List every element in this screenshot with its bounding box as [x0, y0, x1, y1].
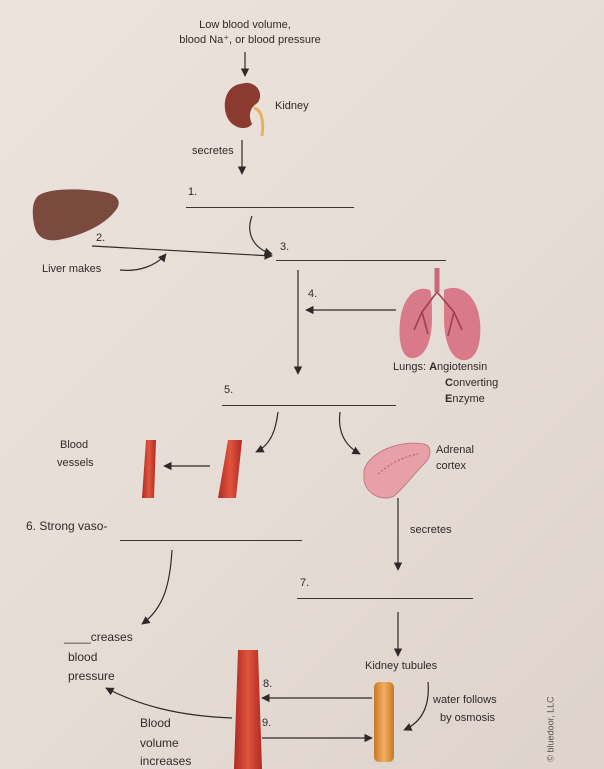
trigger-label-line1: Low blood volume,: [199, 19, 291, 31]
lungs-a-rest: ngiotensin: [437, 361, 488, 373]
lungs-prefix: Lungs:: [393, 361, 430, 373]
lungs-e-rest: nzyme: [452, 393, 485, 405]
blood-volume-label-line2: volume: [140, 736, 179, 750]
water-follows-label: water follows: [433, 694, 497, 706]
blank-7-line[interactable]: [297, 598, 473, 599]
blood-vessel-icon: [142, 440, 242, 498]
blank-8-number: 8.: [263, 678, 273, 690]
adrenal-cortex-icon: [363, 442, 431, 499]
blank-5-number: 5.: [224, 384, 234, 396]
large-blood-vessel-icon: [234, 650, 262, 769]
arrow-5-to-vessels: [255, 411, 279, 453]
trigger-label-line2: blood Na⁺, or blood pressure: [179, 34, 321, 46]
secretes-label-1: secretes: [192, 145, 234, 157]
blank-7-number: 7.: [300, 577, 310, 589]
lungs-ace-line3: Enzyme: [445, 392, 485, 406]
pressure-label: pressure: [68, 669, 115, 683]
creases-label: ____creases: [64, 630, 133, 644]
blank-3-number: 3.: [280, 241, 290, 253]
blank-6-line[interactable]: [120, 540, 302, 541]
kidney-tubule-icon: [374, 682, 394, 762]
blank-1-number: 1.: [188, 186, 198, 198]
kidney-label: Kidney: [275, 100, 309, 112]
blood-volume-label-line1: Blood: [140, 716, 171, 730]
blood-volume-label-line3: increases: [140, 754, 192, 768]
arrow-2-to-3: [91, 245, 273, 260]
arrow-volume-to-pressure: [105, 687, 233, 719]
blank-4-number: 4.: [308, 288, 318, 300]
adrenal-label-line1: Adrenal: [436, 444, 474, 456]
lungs-c-rest: onverting: [452, 377, 499, 389]
liver-makes-label: Liver makes: [42, 263, 102, 275]
secretes-label-2: secretes: [410, 524, 452, 536]
kidney-icon: [224, 82, 265, 137]
arrow-liver-makes: [119, 253, 167, 271]
blank-5-line[interactable]: [222, 405, 396, 406]
lungs-c-initial: C: [445, 377, 453, 389]
adrenal-label-line2: cortex: [436, 460, 466, 472]
blood-vessels-label-line2: vessels: [57, 457, 94, 469]
lungs-icon: [399, 268, 481, 361]
blood-vessels-label-line1: Blood: [60, 439, 89, 451]
lungs-ace-line2: Converting: [445, 376, 498, 390]
liver-icon: [32, 189, 119, 241]
arrow-5-to-adrenal: [338, 411, 361, 455]
lungs-e-initial: E: [445, 393, 453, 405]
arrow-6-to-creases: [141, 549, 173, 625]
blank-9-number: 9.: [262, 717, 272, 729]
blood-label: blood: [68, 650, 98, 664]
kidney-tubules-label: Kidney tubules: [365, 660, 438, 672]
blank-1-line[interactable]: [186, 207, 354, 208]
strong-vaso-label: 6. Strong vaso-: [26, 519, 108, 533]
arrow-1-to-3: [249, 215, 273, 256]
by-osmosis-label: by osmosis: [440, 712, 496, 724]
blank-2-number: 2.: [96, 232, 106, 244]
lungs-ace-line1: Lungs: Angiotensin: [393, 360, 487, 374]
blank-3-line[interactable]: [276, 260, 446, 261]
arrow-water-osmosis: [403, 681, 429, 731]
lungs-a-initial: A: [429, 361, 438, 373]
